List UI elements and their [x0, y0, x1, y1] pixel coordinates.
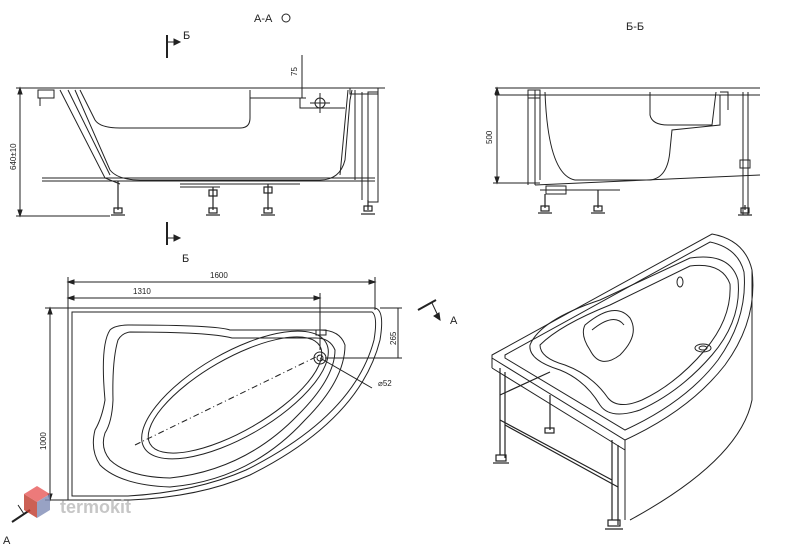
termokit-logo: termokit	[24, 486, 131, 518]
labels: А-А Б-Б Б Б А А 640±10 75 500 1600 1310 …	[3, 13, 644, 547]
dim-drain-offset: 265	[389, 331, 398, 345]
cut-a-left-label: А	[3, 535, 11, 547]
section-bb-title: Б-Б	[626, 21, 644, 33]
isometric-view	[491, 233, 754, 530]
rotation-icon	[281, 13, 291, 23]
cut-b-bottom-label: Б	[182, 253, 189, 265]
plan-view	[11, 277, 441, 523]
section-aa-view	[16, 35, 385, 245]
dim-length-total: 1600	[210, 271, 228, 280]
cube-icon	[24, 486, 50, 518]
section-aa-title: А-А	[254, 13, 273, 25]
section-bb-view	[493, 86, 761, 216]
dim-height-total: 640±10	[9, 143, 18, 170]
dim-panel-offset: 75	[290, 67, 299, 76]
logo-text: termokit	[60, 497, 131, 517]
cut-b-top-label: Б	[183, 30, 190, 42]
dim-width-total: 1000	[39, 432, 48, 450]
dim-height-bb: 500	[485, 130, 494, 144]
cut-a-right-label: А	[450, 315, 458, 327]
dim-length-drain: 1310	[133, 287, 151, 296]
dim-drain-diameter: ⌀52	[378, 379, 392, 388]
